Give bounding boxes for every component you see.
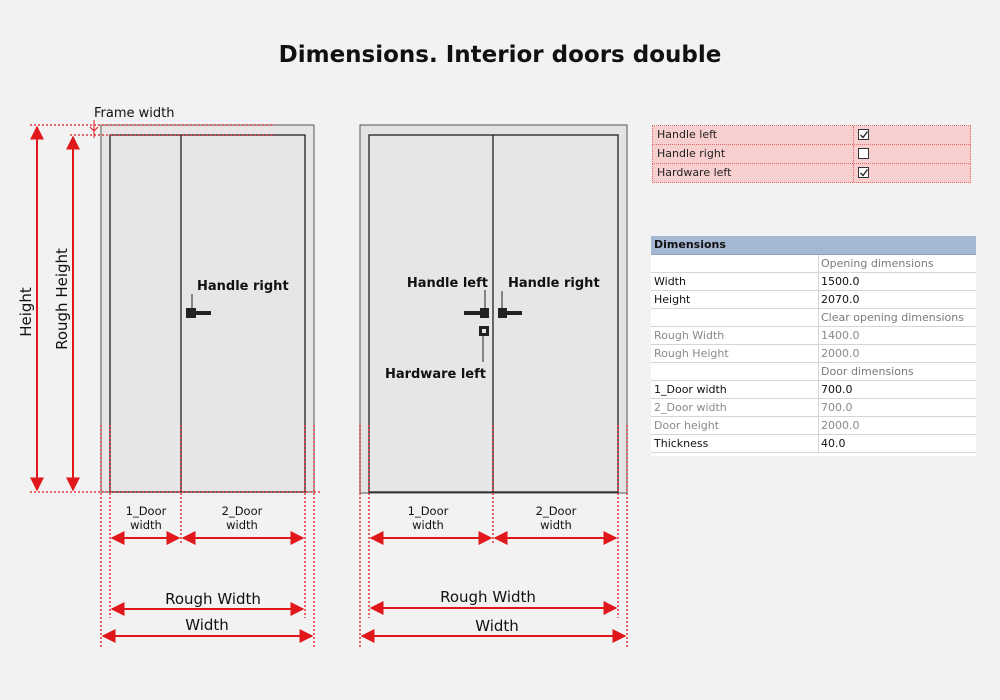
table-group-row: Door dimensions (651, 363, 976, 381)
param-name: Thickness (654, 437, 709, 450)
table-row: 2_Door width 700.0 (651, 399, 976, 417)
right-door1-width-label-1: 1_Door (408, 504, 449, 518)
param-name: Height (654, 293, 691, 306)
page-title: Dimensions. Interior doors double (278, 42, 722, 68)
param-name: Door height (654, 419, 720, 432)
param-name: Rough Width (654, 329, 725, 342)
left-door2-width-label-2: width (226, 518, 258, 532)
handle-right-icon (186, 294, 211, 318)
right-handle-right-label: Handle right (508, 276, 600, 291)
handle-left-icon (464, 308, 489, 318)
param-checkbox[interactable] (858, 148, 869, 159)
param-label: Handle left (657, 128, 718, 141)
param-name: 1_Door width (654, 383, 727, 396)
param-value: 2000.0 (821, 347, 860, 360)
left-door1-width-label-1: 1_Door (126, 504, 167, 518)
table-row: Rough Width 1400.0 (651, 327, 976, 345)
param-value[interactable]: 1500.0 (821, 275, 860, 288)
right-width-label: Width (475, 617, 519, 635)
left-rough-width-label: Rough Width (165, 590, 261, 608)
param-label: Hardware left (657, 166, 732, 179)
rough-height-label: Rough Height (53, 248, 71, 350)
group-label: Clear opening dimensions (821, 311, 964, 324)
param-name: 2_Door width (654, 401, 727, 414)
left-width-label: Width (185, 616, 229, 634)
table-row: Rough Height 2000.0 (651, 345, 976, 363)
dimensions-table-header: Dimensions (651, 236, 976, 255)
right-door2-width-label-2: width (540, 518, 572, 532)
param-value: 2000.0 (821, 419, 860, 432)
right-handle-left-label: Handle left (407, 276, 488, 291)
param-value[interactable]: 2070.0 (821, 293, 860, 306)
param-checkbox[interactable] (858, 167, 869, 178)
param-value: 700.0 (821, 401, 853, 414)
param-value[interactable]: 40.0 (821, 437, 846, 450)
table-group-row: Clear opening dimensions (651, 309, 976, 327)
table-row: Thickness 40.0 (651, 435, 976, 453)
param-label: Handle right (657, 147, 726, 160)
checkmark-icon (860, 169, 869, 177)
right-rough-width-label: Rough Width (440, 588, 536, 606)
frame-width-label: Frame width (94, 106, 174, 121)
left-door2-width-label-1: 2_Door (222, 504, 263, 518)
param-row: Handle right (652, 145, 971, 164)
right-door2-width-label-1: 2_Door (536, 504, 577, 518)
right-door-elevation: Handle left Handle right Hardware left (359, 124, 628, 494)
param-checkbox[interactable] (858, 129, 869, 140)
param-value: 1400.0 (821, 329, 860, 342)
checkmark-icon (860, 131, 869, 139)
right-hardware-left-label: Hardware left (385, 367, 486, 382)
group-label: Opening dimensions (821, 257, 934, 270)
table-row: Door height 2000.0 (651, 417, 976, 435)
left-handle-right-label: Handle right (197, 279, 289, 294)
table-row: Width 1500.0 (651, 273, 976, 291)
param-row: Hardware left (652, 164, 971, 183)
height-label: Height (17, 287, 35, 337)
handle-right-icon (498, 291, 522, 318)
left-door-elevation: Handle right (100, 124, 315, 493)
left-door1-width-label-2: width (130, 518, 162, 532)
right-door1-width-label-2: width (412, 518, 444, 532)
param-row: Handle left (652, 126, 971, 145)
param-name: Rough Height (654, 347, 729, 360)
param-value[interactable]: 700.0 (821, 383, 853, 396)
table-group-row: Opening dimensions (651, 255, 976, 273)
table-row: 1_Door width 700.0 (651, 381, 976, 399)
hardware-left-icon (479, 326, 489, 362)
group-label: Door dimensions (821, 365, 914, 378)
table-row: Height 2070.0 (651, 291, 976, 309)
param-name: Width (654, 275, 686, 288)
